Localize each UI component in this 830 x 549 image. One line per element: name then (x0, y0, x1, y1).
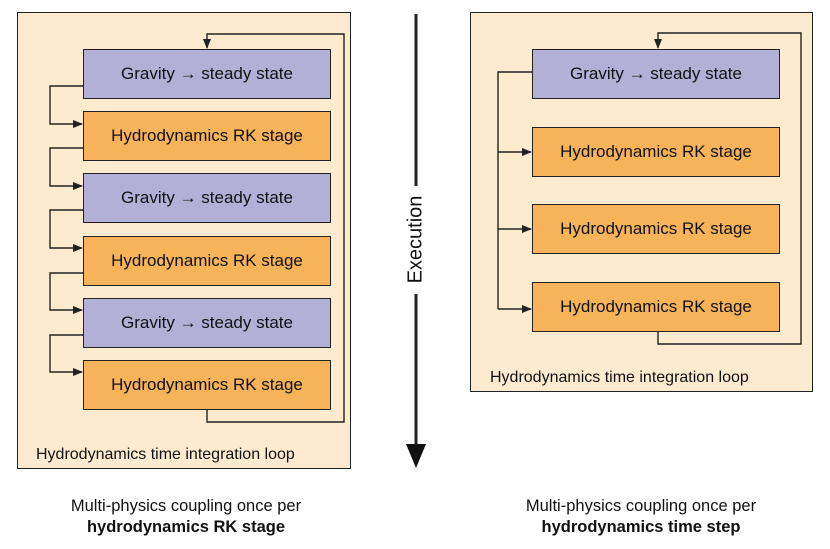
left-hydro-box-3: Hydrodynamics RK stage (83, 360, 331, 410)
right-hydro-box-3: Hydrodynamics RK stage (532, 282, 780, 332)
left-connector-4 (49, 272, 83, 314)
left-caption: Multi-physics coupling once per hydrodyn… (6, 496, 366, 538)
execution-axis-label: Execution (404, 195, 427, 284)
left-gravity-box-2: Gravity → steady state (83, 173, 331, 223)
left-connector-3 (49, 209, 83, 252)
right-hydro-box-1: Hydrodynamics RK stage (532, 127, 780, 177)
left-hydro-box-2: Hydrodynamics RK stage (83, 236, 331, 286)
right-caption-line2: hydrodynamics time step (541, 518, 741, 536)
left-loop-label: Hydrodynamics time integration loop (36, 446, 295, 463)
right-caption: Multi-physics coupling once per hydrodyn… (461, 496, 821, 538)
left-connector-2 (49, 147, 83, 190)
left-connector-1 (49, 85, 83, 128)
left-gravity-box-3: Gravity → steady state (83, 298, 331, 348)
left-gravity-box-1: Gravity → steady state (83, 49, 331, 99)
right-loop-label: Hydrodynamics time integration loop (490, 369, 749, 386)
right-loop-back (654, 32, 802, 345)
left-caption-line1: Multi-physics coupling once per (70, 497, 302, 515)
right-trunk (497, 71, 532, 309)
left-connector-5 (49, 334, 83, 376)
left-hydro-box-1: Hydrodynamics RK stage (83, 111, 331, 161)
right-caption-line1: Multi-physics coupling once per (525, 497, 757, 515)
right-gravity-box-1: Gravity → steady state (532, 49, 780, 99)
left-caption-line2: hydrodynamics RK stage (86, 518, 286, 536)
execution-arrowhead (406, 444, 426, 468)
left-loop-back (203, 33, 345, 423)
right-hydro-box-2: Hydrodynamics RK stage (532, 204, 780, 254)
